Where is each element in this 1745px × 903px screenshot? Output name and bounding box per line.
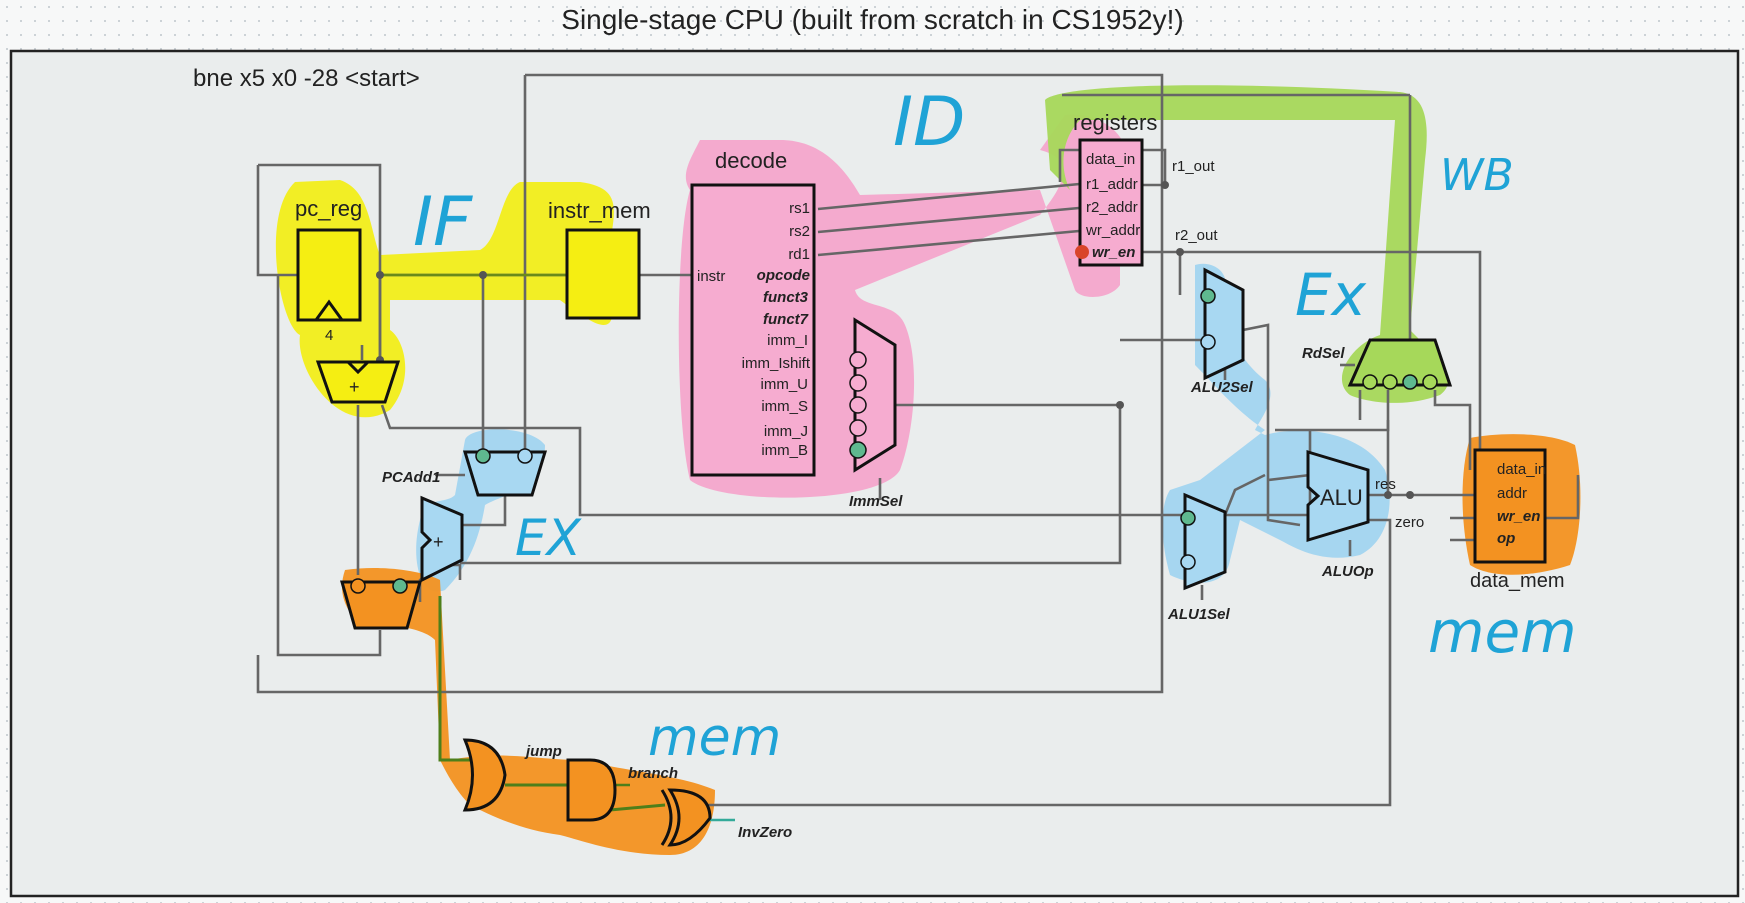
wires xyxy=(256,73,1580,822)
decode-out-imm-b: imm_B xyxy=(761,442,808,459)
alu2sel-mux xyxy=(1200,267,1245,381)
decode-input-instr: instr xyxy=(697,268,725,285)
page-title: Single-stage CPU (built from scratch in … xyxy=(561,4,1184,35)
decode-outputs: rs1 rs2 rd1 opcode funct3 funct7 imm_I i… xyxy=(742,200,811,459)
branch-adder-label: + xyxy=(433,532,444,552)
decode-out-imm-j: imm_J xyxy=(764,423,808,440)
decode-out-rd1: rd1 xyxy=(788,246,810,263)
dmem-wr-en: wr_en xyxy=(1497,508,1540,525)
data-mem-ports: data_in addr wr_en op xyxy=(1497,461,1546,547)
alu-out-res: res xyxy=(1375,476,1396,493)
decode-block xyxy=(690,183,816,477)
signal-jump: jump xyxy=(524,743,562,760)
instr-mem-block xyxy=(565,228,641,320)
current-instruction: bne x5 x0 -28 <start> xyxy=(193,65,420,92)
register-ports: data_in r1_addr r2_addr wr_addr wr_en r1… xyxy=(1085,151,1218,261)
dmem-addr: addr xyxy=(1497,485,1527,502)
pcadd1-mux xyxy=(462,448,548,497)
data-mem-block xyxy=(1473,448,1547,564)
invzero-xor-gate xyxy=(660,788,712,847)
pc-select-mux xyxy=(340,578,422,630)
signal-alu1sel: ALU1Sel xyxy=(1167,606,1231,623)
stage-mem-2: mem xyxy=(1428,598,1577,666)
reg-in-data-in: data_in xyxy=(1086,151,1135,168)
jump-or-gate xyxy=(462,738,507,812)
decode-out-imm-i: imm_I xyxy=(767,332,808,349)
signal-invzero: InvZero xyxy=(738,824,792,841)
branch-adder xyxy=(420,495,464,583)
branch-and-gate xyxy=(566,758,617,822)
signal-branch: branch xyxy=(628,765,678,782)
dmem-data-in: data_in xyxy=(1497,461,1546,478)
decode-out-opcode: opcode xyxy=(757,267,810,284)
stage-ex-2: Ex xyxy=(1295,261,1367,329)
alu-block xyxy=(1306,449,1370,543)
stage-wb: WB xyxy=(1440,150,1514,201)
reg-out-r2-out: r2_out xyxy=(1175,227,1218,244)
imm-mux xyxy=(849,317,897,473)
registers-label: registers xyxy=(1073,110,1157,135)
alu-out-zero: zero xyxy=(1395,514,1424,531)
pc-increment-label: 4 xyxy=(325,327,333,344)
dmem-op: op xyxy=(1497,530,1515,547)
stage-if: IF xyxy=(413,183,473,262)
junctions xyxy=(376,181,1414,499)
pc-reg-block xyxy=(296,228,362,322)
pc-adder-label: + xyxy=(349,377,360,397)
rdsel-mux xyxy=(1347,338,1453,390)
decode-out-imm-s: imm_S xyxy=(761,398,808,415)
alu-label: ALU xyxy=(1320,485,1363,510)
reg-in-wr-addr: wr_addr xyxy=(1085,222,1140,239)
reg-in-r1-addr: r1_addr xyxy=(1086,176,1138,193)
signal-aluop: ALUOp xyxy=(1321,563,1374,580)
signal-alu2sel: ALU2Sel xyxy=(1190,379,1254,396)
decode-out-funct3: funct3 xyxy=(763,289,809,306)
stage-ex-1: EX xyxy=(515,509,583,567)
signal-immsel: ImmSel xyxy=(849,493,903,510)
decode-label: decode xyxy=(715,148,787,173)
reg-in-r2-addr: r2_addr xyxy=(1086,199,1138,216)
signal-rdsel: RdSel xyxy=(1302,345,1345,362)
stage-annotations: IF ID EX Ex WB mem mem xyxy=(413,83,1577,768)
alu1sel-mux xyxy=(1180,492,1227,591)
control-signals: ImmSel PCAdd1 ALU2Sel ALU1Sel ALUOp RdSe… xyxy=(382,345,1374,841)
stage-mem-1: mem xyxy=(648,708,781,768)
decode-out-imm-ishift: imm_Ishift xyxy=(742,355,811,372)
decode-out-funct7: funct7 xyxy=(763,311,809,328)
pc-reg-label: pc_reg xyxy=(295,196,362,221)
decode-out-rs2: rs2 xyxy=(789,223,810,240)
registers-block xyxy=(1075,138,1144,267)
data-mem-label: data_mem xyxy=(1470,570,1565,592)
signal-pcadd1: PCAdd1 xyxy=(382,469,440,486)
reg-out-r1-out: r1_out xyxy=(1172,158,1215,175)
decode-out-rs1: rs1 xyxy=(789,200,810,217)
stage-id: ID xyxy=(893,83,965,162)
pc-adder xyxy=(315,360,401,404)
reg-in-wr-en: wr_en xyxy=(1092,244,1135,261)
instr-mem-label: instr_mem xyxy=(548,198,651,223)
decode-out-imm-u: imm_U xyxy=(761,376,809,393)
